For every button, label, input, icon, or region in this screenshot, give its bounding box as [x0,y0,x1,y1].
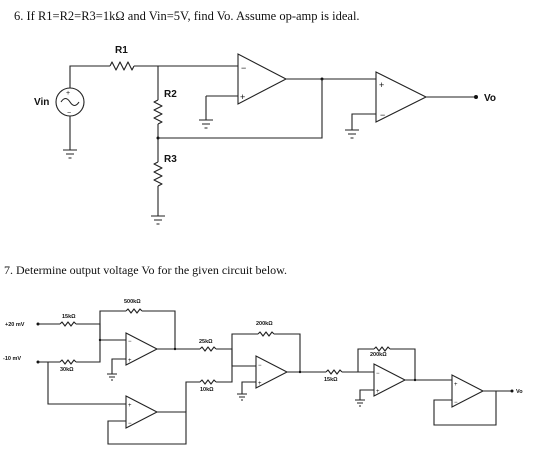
wire-15k-to-node [76,323,101,340]
wire-500k-left [99,310,126,340]
label-200k-b: 200kΩ [370,352,387,358]
op-amp-e-minus: − [454,400,458,406]
label-30k: 30kΩ [60,367,74,373]
wire-op-b-out [185,381,200,412]
ground-symbol-op-d [355,399,365,407]
op-amp-d-plus: + [376,389,380,395]
ground-symbol-op-amp-2 [345,129,359,139]
op-amp-b-plus: + [128,403,132,409]
op-amp-2 [375,71,428,123]
op-amp-a-minus: − [128,339,132,345]
wire-200k-a-left [231,333,258,366]
wire-30k-to-node [76,340,101,363]
label-input-plus-20mv: +20 mV [5,322,25,328]
label-r3: R3 [164,154,177,165]
label-15k-b: 15kΩ [324,377,338,383]
resistor-200k-a [257,331,275,337]
wire-200k-b-left [357,348,374,372]
ground-symbol-op-a [107,373,117,381]
op-amp-c [255,355,289,389]
wire-op-d-ground [359,389,374,400]
wire-500k-right [142,310,176,349]
resistor-30k [59,359,77,365]
op-amp-b-minus: − [128,421,132,427]
op-amp-b [125,395,159,429]
resistor-25k [199,346,217,352]
op-amp-a-plus: + [128,358,132,364]
label-vin: Vin [34,97,49,108]
wire-op-e-feedback [433,391,497,426]
ground-symbol-vin [63,149,77,159]
question-7-text: 7. Determine output voltage Vo for the g… [4,263,288,277]
resistor-500k [125,308,143,314]
label-r2: R2 [164,89,177,100]
resistor-r2 [153,99,163,125]
wire-op2-inv-ground [351,113,376,130]
resistor-r1 [109,61,135,71]
output-terminal-2 [510,389,514,393]
wire-200k-a-right [274,333,301,372]
label-25k: 25kΩ [199,339,213,345]
op-amp-c-minus: − [258,363,262,369]
label-r1: R1 [115,45,128,56]
op-amp-c-plus: + [258,381,262,387]
op-amp-d-minus: − [376,371,380,377]
wire-op-c-ground [241,381,256,394]
label-200k-a: 200kΩ [256,321,273,327]
ground-symbol-op-c [237,393,247,401]
label-vo-1: Vo [484,93,496,104]
op-amp-2-inverting-sign: − [380,110,385,120]
op-amp-e [451,374,485,408]
label-vo-2: Vo [516,389,523,395]
junction-dot-d-out [413,378,417,382]
op-amp-a [125,332,159,366]
question-6-text: 6. If R1=R2=R3=1kΩ and Vin=5V, find Vo. … [14,9,360,23]
resistor-10k [199,379,217,385]
op-amp-e-plus: + [454,382,458,388]
op-amp-1-noninverting-sign: + [240,92,245,102]
label-500k: 500kΩ [124,299,141,305]
resistor-r3 [153,161,163,187]
wire-op-b-feedback [107,411,187,445]
junction-dot-a-out [173,347,177,351]
op-amp-2-noninverting-sign: + [379,80,384,90]
op-amp-1 [237,53,288,105]
junction-dot-c-out [298,370,302,374]
label-10k: 10kΩ [200,387,214,393]
ground-symbol-op-amp-1 [199,119,213,129]
wire-25k-to-op-c [216,348,256,367]
vin-plus-sign: + [66,90,70,97]
vin-minus-sign: − [67,110,71,117]
wire-in2-to-op-low [47,362,126,405]
op-amp-1-inverting-sign: − [241,63,246,73]
resistor-200k-b [373,346,391,352]
wire-op-a-ground [111,358,126,374]
output-terminal-1 [474,95,478,99]
wire-200k-b-right [390,348,416,380]
wire-10k-to-node [216,366,233,383]
wire-vin-to-r1 [69,65,110,88]
label-input-minus-10mv: -10 mV [3,356,21,362]
wire-feedback-op1 [158,79,323,139]
op-amp-d [373,363,407,397]
resistor-15k-a [59,321,77,327]
ground-symbol-r3 [151,215,165,225]
label-15k-a: 15kΩ [62,314,76,320]
resistor-15k-b [325,369,343,375]
